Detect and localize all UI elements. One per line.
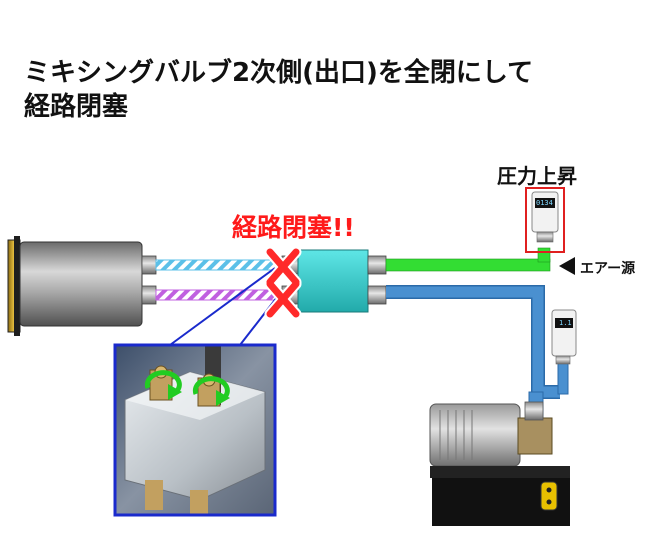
page-title: ミキシングバルブ2次側(出口)を全閉にして 経路閉塞 [24,56,533,124]
mixing-valve-icon [297,249,369,313]
valve-photo-inset [115,345,275,515]
pressure-gauge-icon [531,191,559,243]
callout-line-1 [169,267,276,346]
hatched-line-blue [155,259,283,271]
pump-unit-icon [429,401,570,526]
title-line-1: ミキシングバルブ2次側(出口)を全閉にして [24,58,534,88]
path-blocked-label: 経路閉塞!! [232,213,355,242]
close-x-icon [264,246,302,320]
gauge-top-display: 0134 [536,199,553,207]
air-source-label: エアー源 [580,261,636,277]
hatched-line-purple [155,289,283,301]
title-line-2: 経路閉塞 [24,92,129,122]
rotate-arrow-icon [144,370,230,406]
oil-line-gauge-branch [557,359,569,395]
valve-outlet-fitting-bottom [367,285,387,305]
arrow-left-icon [559,257,575,275]
oil-line [386,286,560,398]
photo-border [113,343,277,517]
gauge-lower-display: 1.1 [559,319,572,327]
pressure-gauge-lower-icon [551,309,577,365]
valve-outlet-fitting-top [367,255,387,275]
gauge-highlight-box [525,187,565,253]
pressure-rise-label: 圧力上昇 [497,164,577,188]
cylinder-icon [7,236,157,336]
